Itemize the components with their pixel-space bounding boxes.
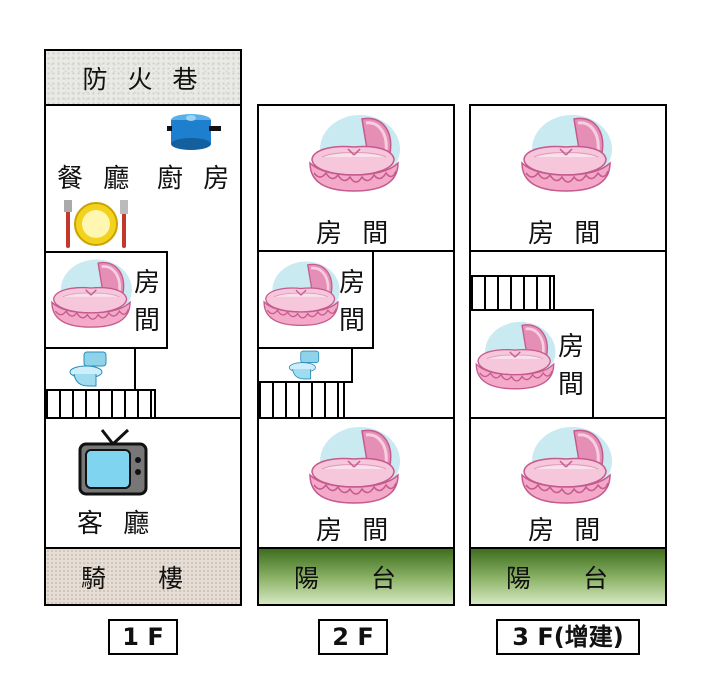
- cradle-icon: [516, 110, 616, 202]
- cooking-pot-icon: [167, 114, 221, 150]
- arcade-label: 騎 樓: [81, 563, 205, 593]
- fire-lane: 防 火 巷: [44, 49, 242, 106]
- floor2-stairs: [257, 381, 345, 419]
- floor1-living-divider: [44, 417, 242, 419]
- floor2-balcony: 陽 台: [257, 547, 455, 606]
- floor2-room-top-label: 房 間: [316, 219, 395, 249]
- floor1-stairs: [44, 389, 156, 419]
- floor1-label: 1 F: [108, 619, 178, 655]
- floor2-label: 2 F: [318, 619, 388, 655]
- floor3-divider-bottom: [469, 417, 667, 419]
- tv-icon: [78, 428, 148, 496]
- cradle-icon: [471, 318, 559, 398]
- cradle-icon: [304, 422, 404, 514]
- floor3-room-top-label: 房 間: [528, 219, 607, 249]
- plate-cutlery-icon: [64, 200, 128, 248]
- toilet-icon: [288, 350, 320, 380]
- floor3-balcony-label: 陽 台: [506, 563, 630, 593]
- cradle-icon: [516, 422, 616, 514]
- arcade: 騎 樓: [44, 547, 242, 606]
- floor3-room-char1: 房: [557, 332, 584, 362]
- floor3-stairs: [469, 275, 555, 311]
- floor3-divider-top: [469, 250, 667, 252]
- cradle-icon: [304, 110, 404, 202]
- floor3-balcony: 陽 台: [469, 547, 667, 606]
- floor3-room-char2: 間: [557, 370, 584, 400]
- kitchen-label: 廚 房: [157, 164, 236, 194]
- cradle-icon: [259, 258, 343, 334]
- cradle-icon: [46, 256, 136, 336]
- floor2-divider-bottom: [257, 417, 455, 419]
- living-label: 客 廳: [77, 509, 156, 539]
- toilet-icon: [69, 351, 107, 387]
- floor1-room-char2: 間: [133, 306, 160, 336]
- floor1-room-char1: 房: [133, 268, 160, 298]
- floor2-room-char1: 房: [338, 268, 365, 298]
- floor3-room-bottom-label: 房 間: [528, 516, 607, 546]
- floor3-label: 3 F(增建): [496, 619, 640, 655]
- floor2-room-bottom-label: 房 間: [316, 516, 395, 546]
- dining-label: 餐 廳: [57, 164, 136, 194]
- floor2-room-char2: 間: [338, 306, 365, 336]
- fire-lane-label: 防 火 巷: [82, 64, 204, 94]
- floor2-balcony-label: 陽 台: [294, 563, 418, 593]
